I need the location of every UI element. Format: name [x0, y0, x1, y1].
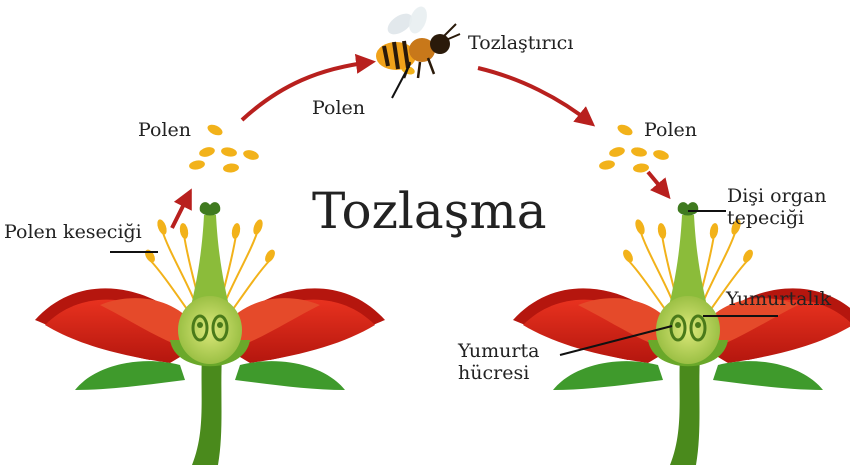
diagram-title: Tozlaşma	[312, 182, 547, 240]
arrow-icon	[648, 172, 668, 196]
bee-icon	[376, 4, 460, 78]
ovule-label: Yumurta hücresi	[458, 341, 558, 385]
anther-label: Polen keseciği	[4, 222, 142, 244]
pollen-label-right: Polen	[644, 120, 697, 142]
pollinator-label: Tozlaştırıcı	[468, 33, 573, 55]
pollen-grain-icon	[188, 123, 260, 174]
arrow-icon	[172, 192, 190, 228]
ovary-label: Yumurtalık	[726, 289, 831, 311]
flower-right-icon	[513, 202, 850, 465]
arrow-icon	[478, 68, 592, 124]
pollen-label-left: Polen	[138, 120, 191, 142]
pollen-label-middle: Polen	[312, 98, 365, 120]
stigma-label: Dişi organ tepeciği	[727, 186, 837, 230]
